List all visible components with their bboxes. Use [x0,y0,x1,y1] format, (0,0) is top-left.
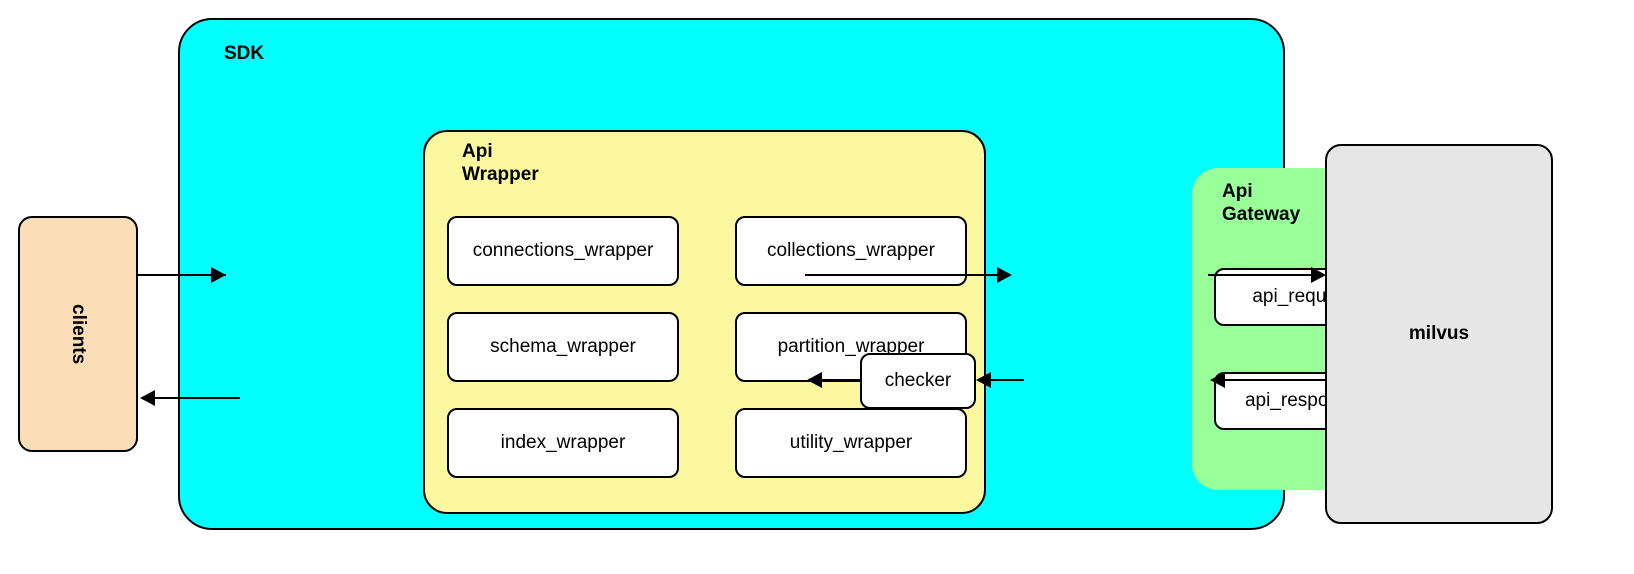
connector-milvus-to-response-line [1222,379,1325,381]
connector-sdk-to-clients-line [152,397,240,399]
schema-wrapper-label: schema_wrapper [490,336,636,357]
connector-wrapper-to-gateway-line [805,274,1000,276]
milvus-label: milvus [1408,323,1470,344]
connector-checker-to-wrapper-arrow [807,372,822,388]
partition-wrapper-label: partition_wrapper [777,336,925,357]
api-wrapper-title: Api Wrapper [462,141,539,185]
connector-response-to-checker-line [988,379,1024,381]
checker-box[interactable]: checker [860,353,976,409]
milvus-box[interactable]: milvus [1325,144,1553,524]
connector-clients-to-sdk-line [138,274,226,276]
connector-response-to-checker-arrow [976,372,991,388]
api-wrapper-container[interactable]: Api Wrapper connections_wrapper collecti… [423,130,986,514]
api-gateway-title: Api Gateway [1222,181,1301,225]
connector-milvus-to-response-arrow [1210,372,1225,388]
index-wrapper-box[interactable]: index_wrapper [447,408,679,478]
sdk-container[interactable]: SDK Api Wrapper connections_wrapper coll… [178,18,1418,530]
connector-request-to-milvus-arrow [1311,267,1326,283]
connector-wrapper-to-gateway-arrow [997,267,1012,283]
connector-checker-to-wrapper-line [822,379,860,381]
connections-wrapper-box[interactable]: connections_wrapper [447,216,679,286]
utility-wrapper-box[interactable]: utility_wrapper [735,408,967,478]
clients-label: clients [68,303,89,365]
clients-box[interactable]: clients [18,216,138,452]
sdk-title: SDK [224,43,265,64]
connector-clients-to-sdk-arrow [211,267,226,283]
utility-wrapper-label: utility_wrapper [789,432,913,453]
connector-sdk-to-clients-arrow [140,390,155,406]
connector-request-to-milvus-line [1208,274,1313,276]
schema-wrapper-box[interactable]: schema_wrapper [447,312,679,382]
checker-label: checker [884,370,952,391]
index-wrapper-label: index_wrapper [500,432,626,453]
collections-wrapper-label: collections_wrapper [767,240,935,261]
connections-wrapper-label: connections_wrapper [472,240,654,261]
